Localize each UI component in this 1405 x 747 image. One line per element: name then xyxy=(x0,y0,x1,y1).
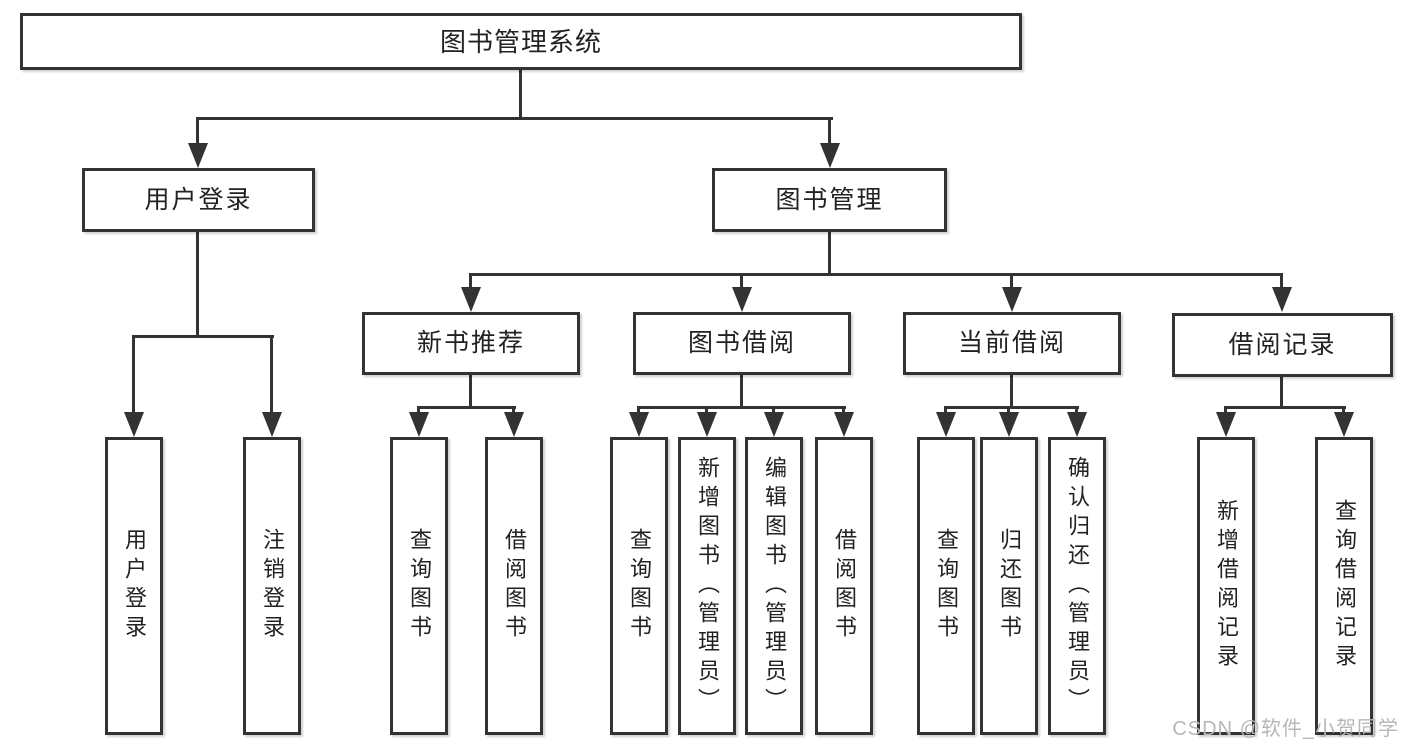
leaf-add-books-admin-label: 新增图书（管理员） xyxy=(695,455,720,717)
arrowhead xyxy=(1334,412,1354,437)
connector-line xyxy=(828,232,831,275)
leaf-query-books-current: 查询图书 xyxy=(917,437,975,735)
connector-line xyxy=(772,406,775,415)
arrowhead xyxy=(764,412,784,437)
leaf-add-borrow-record: 新增借阅记录 xyxy=(1197,437,1255,735)
arrowhead xyxy=(124,412,144,437)
leaf-borrow-books-recommend-label: 借阅图书 xyxy=(502,528,527,644)
leaf-user-login: 用户登录 xyxy=(105,437,163,735)
connector-line xyxy=(469,375,472,409)
connector-line xyxy=(1225,406,1346,409)
arrowhead xyxy=(820,143,840,168)
node-book-management: 图书管理 xyxy=(712,168,947,232)
connector-line xyxy=(270,335,273,415)
connector-line xyxy=(1010,273,1013,289)
node-borrow-records: 借阅记录 xyxy=(1172,313,1393,377)
node-borrow-records-label: 借阅记录 xyxy=(1228,330,1337,359)
node-current-borrow: 当前借阅 xyxy=(903,312,1121,375)
node-root: 图书管理系统 xyxy=(20,13,1022,70)
arrowhead xyxy=(834,412,854,437)
connector-line xyxy=(637,406,640,415)
arrowhead xyxy=(629,412,649,437)
connector-line xyxy=(1280,273,1283,289)
leaf-query-books-current-label: 查询图书 xyxy=(934,528,959,644)
connector-line xyxy=(418,406,516,409)
node-book-borrow: 图书借阅 xyxy=(633,312,851,375)
connector-line xyxy=(196,117,199,147)
leaf-add-borrow-record-label: 新增借阅记录 xyxy=(1214,499,1239,673)
connector-line xyxy=(1007,406,1010,415)
connector-line xyxy=(132,335,135,415)
leaf-confirm-return-admin-label: 确认归还（管理员） xyxy=(1065,455,1090,717)
connector-line xyxy=(740,375,743,409)
connector-line xyxy=(842,406,845,415)
connector-line xyxy=(469,273,472,289)
leaf-return-books: 归还图书 xyxy=(980,437,1038,735)
leaf-confirm-return-admin: 确认归还（管理员） xyxy=(1048,437,1106,735)
arrowhead xyxy=(409,412,429,437)
arrowhead xyxy=(1216,412,1236,437)
leaf-borrow-books-label: 借阅图书 xyxy=(832,528,857,644)
connector-line xyxy=(197,117,833,120)
node-book-borrow-label: 图书借阅 xyxy=(687,329,796,357)
connector-line xyxy=(1342,406,1345,415)
arrowhead xyxy=(461,287,481,312)
connector-line xyxy=(828,117,831,147)
leaf-logout: 注销登录 xyxy=(243,437,301,735)
connector-line xyxy=(944,406,947,415)
arrowhead xyxy=(1002,287,1022,312)
connector-line xyxy=(638,406,846,409)
leaf-query-books-borrow: 查询图书 xyxy=(610,437,668,735)
connector-line xyxy=(417,406,420,415)
node-new-book-recommend-label: 新书推荐 xyxy=(416,329,525,357)
connector-line xyxy=(705,406,708,415)
arrowhead xyxy=(936,412,956,437)
connector-line xyxy=(1010,375,1013,409)
arrowhead xyxy=(1067,412,1087,437)
leaf-user-login-label: 用户登录 xyxy=(122,528,147,644)
node-user-login: 用户登录 xyxy=(82,168,315,232)
leaf-return-books-label: 归还图书 xyxy=(997,528,1022,644)
arrowhead xyxy=(697,412,717,437)
node-new-book-recommend: 新书推荐 xyxy=(362,312,580,375)
leaf-logout-label: 注销登录 xyxy=(260,528,285,644)
leaf-edit-books-admin-label: 编辑图书（管理员） xyxy=(762,455,787,717)
arrowhead xyxy=(188,143,208,168)
connector-line xyxy=(740,273,743,289)
node-root-label: 图书管理系统 xyxy=(439,26,602,57)
leaf-edit-books-admin: 编辑图书（管理员） xyxy=(745,437,803,735)
arrowhead xyxy=(999,412,1019,437)
watermark-text: CSDN @软件_小贺同学 xyxy=(1172,718,1399,740)
arrowhead xyxy=(732,287,752,312)
connector-line xyxy=(1280,377,1283,409)
leaf-query-books-recommend: 查询图书 xyxy=(390,437,448,735)
connector-line xyxy=(196,232,199,338)
leaf-borrow-books: 借阅图书 xyxy=(815,437,873,735)
leaf-borrow-books-recommend: 借阅图书 xyxy=(485,437,543,735)
connector-line xyxy=(519,70,522,118)
connector-line xyxy=(1224,406,1227,415)
leaf-query-books-borrow-label: 查询图书 xyxy=(627,528,652,644)
connector-line xyxy=(1075,406,1078,415)
arrowhead xyxy=(504,412,524,437)
arrowhead xyxy=(1272,287,1292,312)
leaf-query-books-recommend-label: 查询图书 xyxy=(407,528,432,644)
connector-line xyxy=(945,406,1079,409)
node-user-login-label: 用户登录 xyxy=(144,185,253,214)
leaf-query-borrow-record: 查询借阅记录 xyxy=(1315,437,1373,735)
arrowhead xyxy=(262,412,282,437)
connector-line xyxy=(133,335,274,338)
connector-line xyxy=(470,273,1283,276)
connector-line xyxy=(512,406,515,415)
leaf-query-borrow-record-label: 查询借阅记录 xyxy=(1332,499,1357,673)
node-book-management-label: 图书管理 xyxy=(775,185,884,214)
node-current-borrow-label: 当前借阅 xyxy=(957,329,1066,357)
leaf-add-books-admin: 新增图书（管理员） xyxy=(678,437,736,735)
